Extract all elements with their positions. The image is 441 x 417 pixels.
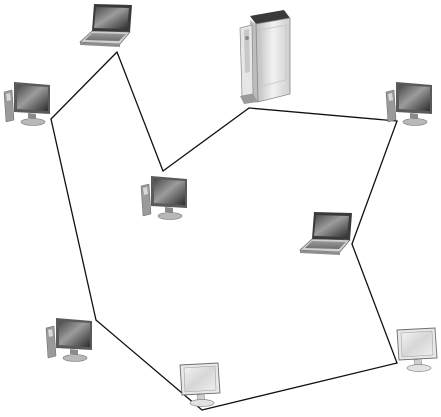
game-console-icon <box>239 9 291 105</box>
laptop-icon <box>299 211 353 256</box>
monitor-icon <box>396 327 438 372</box>
desktop-computer-icon <box>140 175 188 220</box>
laptop-icon <box>79 3 133 48</box>
desktop-computer-icon <box>385 81 433 126</box>
desktop-computer-icon <box>3 81 51 126</box>
link-desktop-left-lower-to-desktop-left-upper <box>50 118 97 321</box>
desktop-computer-icon <box>45 317 93 362</box>
monitor-icon <box>179 362 221 407</box>
nodes-layer <box>3 3 438 407</box>
link-game-console-to-desktop-right-upper <box>248 107 398 122</box>
link-monitor-right-lower-to-monitor-bottom <box>201 362 398 411</box>
link-laptop-right-to-monitor-right-lower <box>351 243 398 364</box>
link-desktop-center-to-game-console <box>162 107 250 172</box>
link-desktop-right-upper-to-laptop-right <box>351 120 398 245</box>
link-laptop-top-to-desktop-center <box>116 51 164 172</box>
link-desktop-left-upper-to-laptop-top <box>50 51 118 120</box>
